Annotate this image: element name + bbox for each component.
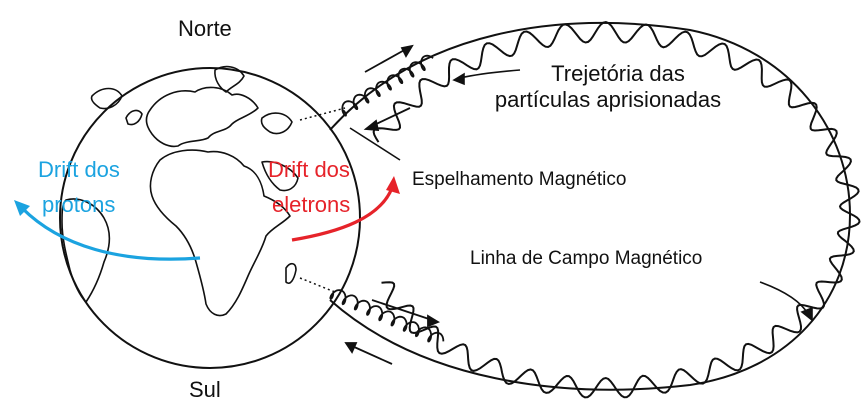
label-trapped-line2: partículas aprisionadas (494, 87, 722, 112)
electron-drift-arrow (291, 187, 394, 242)
proton-drift-arrowhead (14, 200, 30, 216)
trapped-particle-trajectory-bottom (381, 212, 861, 399)
trapped-particle-trajectory-top (372, 20, 860, 215)
helix-mirror-south (329, 289, 445, 343)
arrow-top-in-head (363, 119, 380, 131)
scandinavia-outline (214, 65, 245, 93)
leader-field-line (759, 281, 809, 315)
leader-lines (349, 69, 813, 322)
asia-edge-outline (260, 112, 293, 135)
proton-drift-arrow (20, 206, 201, 261)
south-america-outline (61, 198, 111, 303)
arrow-top-in (371, 107, 411, 127)
electron-drift-arrowhead (386, 176, 400, 194)
dotted-connector-south (299, 277, 336, 293)
label-electron-drift-line1: Drift dos (268, 157, 350, 182)
madagascar-outline (285, 262, 297, 285)
europe-outline (145, 86, 259, 148)
earth-globe (59, 67, 361, 369)
leader-field-line-head (800, 306, 813, 322)
label-field-line: Linha de Campo Magnético (470, 248, 703, 269)
label-north: Norte (178, 16, 232, 41)
continent-outlines (61, 65, 299, 317)
label-south: Sul (189, 377, 221, 402)
label-magnetic-mirror: Espelhamento Magnético (412, 169, 627, 190)
arabia-outline (261, 160, 299, 192)
label-proton-drift-line1: Drift dos (38, 157, 120, 182)
label-proton-drift-line2: protons (42, 192, 116, 217)
direction-arrows (344, 44, 441, 365)
arrow-bottom-out-head (427, 314, 441, 328)
label-electron-drift-line2: eletrons (272, 192, 351, 217)
arrow-bottom-out (371, 299, 433, 321)
helix-mirror-north (341, 54, 434, 117)
leader-trapped-head (452, 72, 465, 86)
leader-mirror (349, 127, 401, 161)
arrow-top-out (364, 47, 409, 73)
magnetic-field-line (329, 22, 852, 391)
arrow-bottom-in-head (344, 342, 358, 354)
arrow-bottom-in (351, 345, 393, 365)
british-isles-outline (125, 109, 143, 126)
africa-outline (149, 149, 291, 317)
greenland-outline (90, 87, 123, 110)
label-trapped-line1: Trejetória das (551, 61, 685, 86)
arrow-top-out-head (400, 44, 414, 58)
